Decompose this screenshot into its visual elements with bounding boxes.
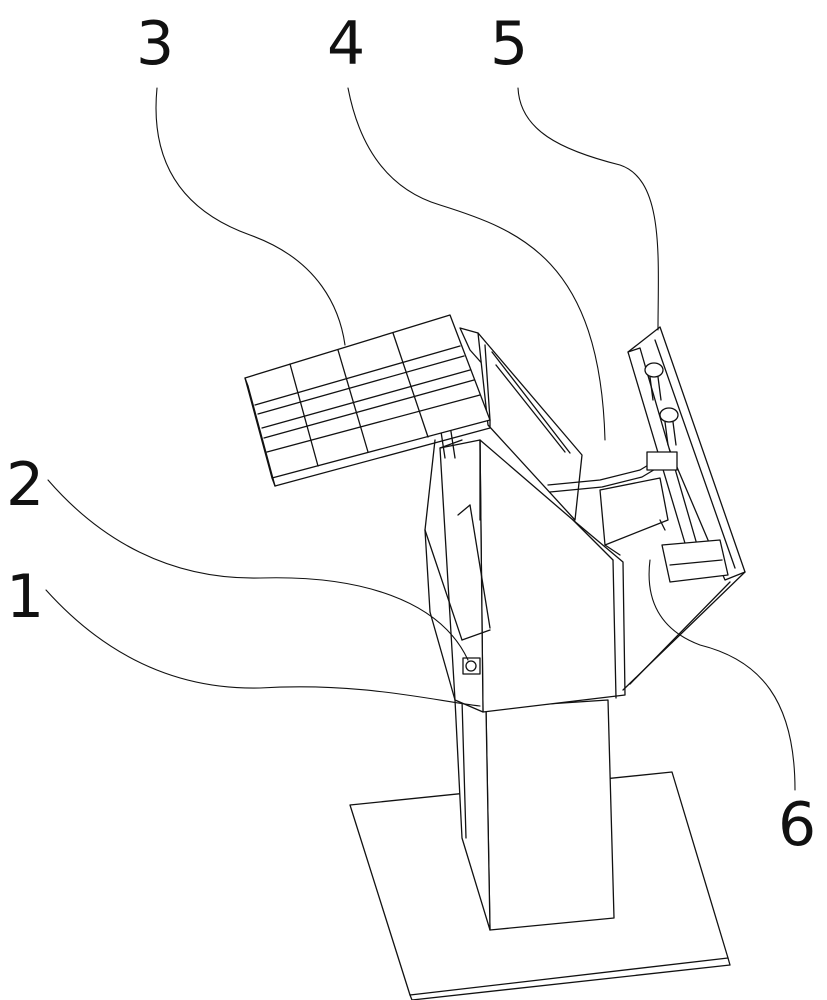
leader-2 — [48, 480, 468, 660]
side-cabinet — [628, 327, 745, 582]
leader-6 — [649, 560, 795, 790]
panel-bracket — [440, 328, 582, 520]
label-part-5: 5 — [490, 9, 529, 79]
guard-frame — [623, 572, 745, 690]
lamp-icons — [644, 362, 679, 445]
leader-3 — [156, 88, 345, 345]
leader-5 — [518, 88, 658, 330]
lower-lamp-icon — [659, 407, 679, 423]
label-part-6: 6 — [778, 790, 817, 860]
label-part-3: 3 — [136, 9, 175, 79]
label-part-2: 2 — [6, 450, 45, 520]
leader-lines — [46, 88, 795, 790]
leader-4 — [348, 88, 605, 440]
main-housing — [425, 440, 625, 712]
label-part-4: 4 — [327, 9, 366, 79]
button-part — [463, 658, 480, 674]
support-column — [455, 700, 614, 930]
label-part-1: 1 — [6, 562, 45, 632]
upper-lamp-icon — [644, 362, 664, 378]
leader-1 — [46, 590, 480, 706]
solar-panel — [245, 315, 490, 486]
